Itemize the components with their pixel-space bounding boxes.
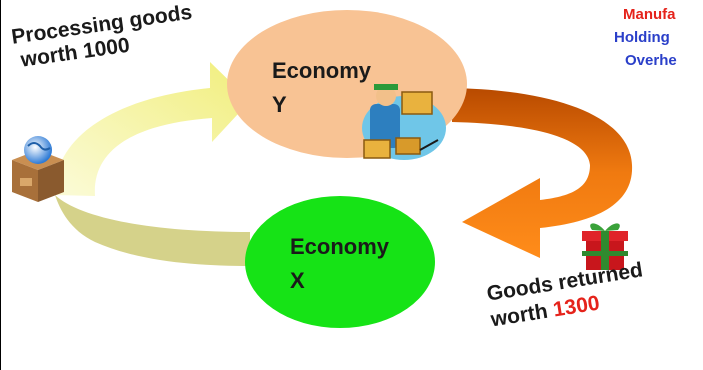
economy-y-label: Economy Y bbox=[272, 54, 371, 122]
left-border bbox=[0, 0, 1, 370]
side-text-overhe: Overhe bbox=[625, 52, 677, 69]
side-text-manufa: Manufa bbox=[623, 6, 676, 23]
economy-y-line2: Y bbox=[272, 92, 287, 117]
economy-x-line2: X bbox=[290, 268, 305, 293]
economy-x-line1: Economy bbox=[290, 234, 390, 259]
economy-x-label: Economy X bbox=[290, 230, 389, 298]
side-text-holding: Holding bbox=[614, 29, 670, 46]
globe-in-box-icon bbox=[12, 136, 64, 202]
arrow-x-to-loop bbox=[55, 195, 250, 266]
economy-y-line1: Economy bbox=[272, 58, 372, 83]
gift-box-icon bbox=[582, 223, 628, 270]
arrow-y-to-x bbox=[452, 88, 633, 258]
economy-x-node bbox=[245, 196, 435, 328]
arrow-to-economy-y bbox=[54, 62, 250, 196]
returned-value: 1300 bbox=[551, 291, 602, 322]
worker-carrying-boxes-icon bbox=[362, 84, 446, 160]
